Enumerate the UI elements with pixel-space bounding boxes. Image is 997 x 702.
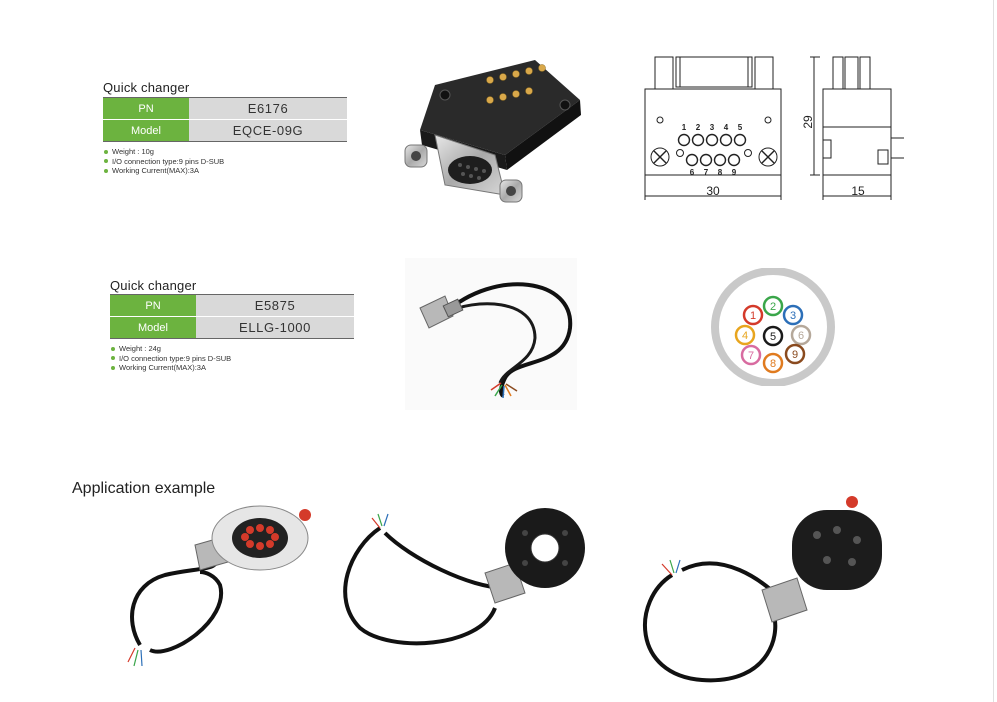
pn-value: E6176 xyxy=(189,97,347,120)
spec-item: Working Current(MAX):3A xyxy=(103,166,224,176)
pn-label: PN xyxy=(103,97,189,120)
model-label: Model xyxy=(103,119,189,142)
wire-number: 2 xyxy=(770,301,776,313)
wire-circle xyxy=(734,324,756,346)
spec-item: Weight : 10g xyxy=(103,147,224,157)
pin-number: 8 xyxy=(718,168,723,177)
wire-number: 9 xyxy=(792,349,798,361)
model-value: EQCE-09G xyxy=(189,119,347,142)
pin-number: 1 xyxy=(682,123,687,132)
width-dimension: 30 xyxy=(706,184,720,198)
side-view-drawing: 15 29 xyxy=(801,56,904,200)
product-2-spec-list: Weight : 24g I/O connection type:9 pins … xyxy=(110,344,231,373)
model-value: ELLG-1000 xyxy=(196,316,354,339)
wire-circle xyxy=(762,352,784,374)
depth-dimension: 15 xyxy=(851,184,865,198)
application-photo-1 xyxy=(127,505,311,667)
product-1-title: Quick changer xyxy=(103,80,190,95)
spec-item: Weight : 24g xyxy=(110,344,231,354)
pn-value: E5875 xyxy=(196,294,354,317)
product-1-spec-list: Weight : 10g I/O connection type:9 pins … xyxy=(103,147,224,176)
wire-number: 8 xyxy=(770,358,776,370)
page-edge-line xyxy=(993,0,994,702)
product-2-photo xyxy=(405,258,577,410)
spec-item: Working Current(MAX):3A xyxy=(110,363,231,373)
pin-number: 3 xyxy=(710,123,715,132)
pin-number: 4 xyxy=(724,123,729,132)
pin-number: 2 xyxy=(696,123,701,132)
wire-number: 4 xyxy=(742,330,748,342)
wire-circle xyxy=(784,343,806,365)
product-1-spec-table: PN E6176 Model EQCE-09G xyxy=(103,97,347,142)
wire-number: 6 xyxy=(798,330,804,342)
wire-circle xyxy=(762,295,784,317)
product-1-photo xyxy=(404,60,581,203)
wire-number: 1 xyxy=(750,310,756,322)
front-view-drawing: 1 2 3 4 5 6 7 8 9 30 xyxy=(644,56,782,200)
model-label: Model xyxy=(110,316,196,339)
product-2-title: Quick changer xyxy=(110,278,197,293)
application-title: Application example xyxy=(72,480,216,497)
wire-circle xyxy=(762,325,784,347)
product-2-spec-table: PN E5875 Model ELLG-1000 xyxy=(110,294,354,339)
wire-number: 7 xyxy=(748,350,754,362)
pn-label: PN xyxy=(110,294,196,317)
height-dimension: 29 xyxy=(801,115,815,129)
wire-number: 3 xyxy=(790,310,796,322)
wire-circle xyxy=(790,324,812,346)
spec-item: I/O connection type:9 pins D-SUB xyxy=(110,354,231,364)
application-photo-2 xyxy=(343,508,585,646)
pin-number: 5 xyxy=(738,123,743,132)
wire-number: 5 xyxy=(770,331,776,343)
pin-number: 6 xyxy=(690,168,695,177)
application-photo-3 xyxy=(642,496,882,683)
pin-number: 7 xyxy=(704,168,709,177)
wire-circle xyxy=(742,304,764,326)
spec-item: I/O connection type:9 pins D-SUB xyxy=(103,157,224,167)
pin-number: 9 xyxy=(732,168,737,177)
wire-pinout-diagram: 1 2 3 4 5 6 7 8 9 xyxy=(711,268,835,386)
wire-circle xyxy=(740,344,762,366)
wire-circle xyxy=(782,304,804,326)
